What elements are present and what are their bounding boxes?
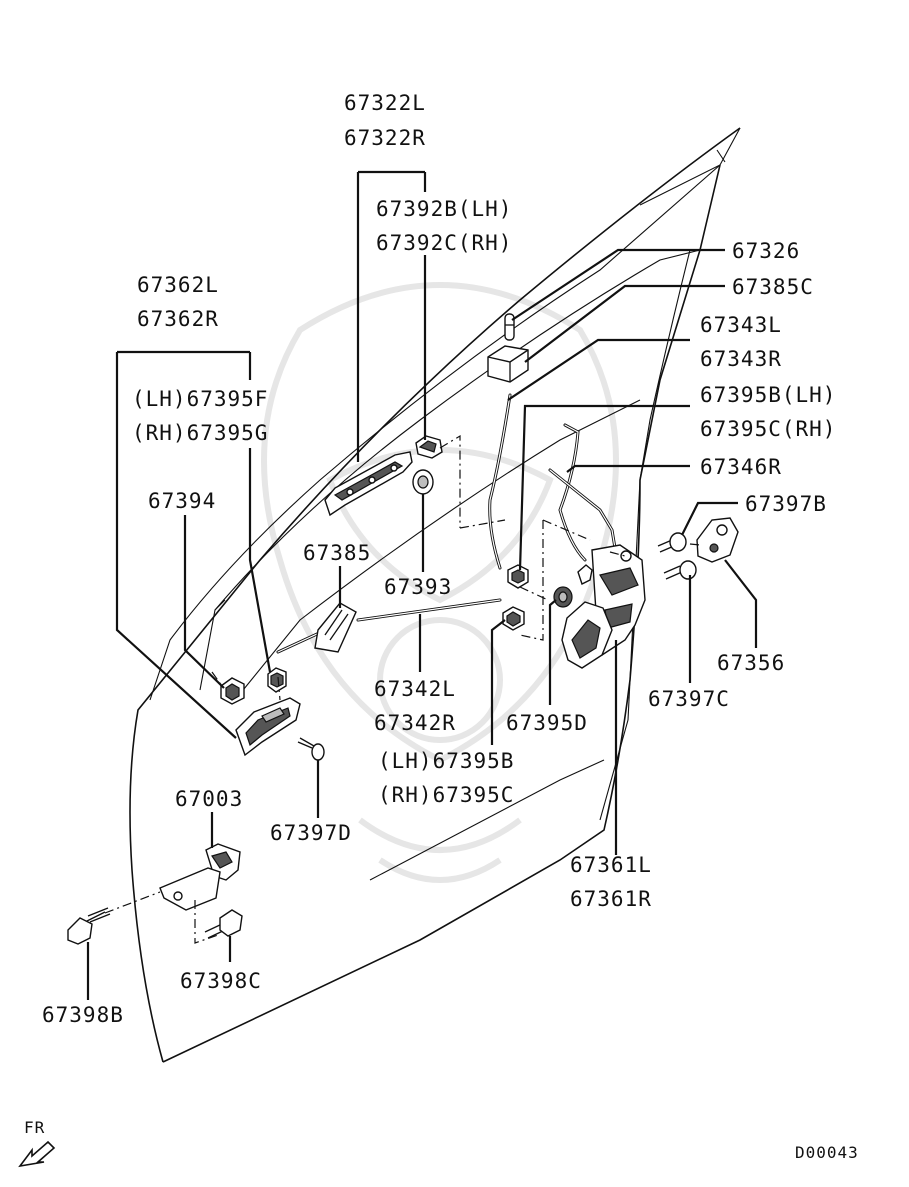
grommet bbox=[412, 469, 434, 495]
label-67361L: 67361L bbox=[570, 853, 652, 877]
check-bolt-lower bbox=[204, 909, 243, 939]
handle-screw bbox=[297, 737, 325, 761]
assembly-dash-lines bbox=[104, 434, 701, 944]
label-67395B-lh-lower: (LH)67395B bbox=[378, 749, 514, 773]
part-number-labels: 67322L 67322R 67392B(LH) 67392C(RH) 6732… bbox=[42, 91, 836, 1027]
handle-rod-clip bbox=[267, 667, 287, 693]
label-67392C: 67392C(RH) bbox=[376, 231, 512, 255]
rod-clip-upper bbox=[507, 564, 529, 589]
label-67395C-rh-lower: (RH)67395C bbox=[378, 783, 514, 807]
front-arrow-icon bbox=[18, 1140, 56, 1168]
door-check bbox=[159, 843, 241, 911]
label-67395F: (LH)67395F bbox=[132, 387, 268, 411]
latch-grommet bbox=[553, 586, 573, 608]
lock-rod bbox=[488, 393, 512, 570]
label-67362L: 67362L bbox=[137, 273, 219, 297]
label-67343R: 67343R bbox=[700, 347, 782, 371]
label-67342L: 67342L bbox=[374, 677, 456, 701]
label-67397C: 67397C bbox=[648, 687, 730, 711]
latch-rod bbox=[548, 423, 617, 562]
door-latch-assembly bbox=[561, 544, 646, 669]
rod-protector bbox=[314, 602, 357, 653]
cylinder-pin bbox=[504, 313, 515, 341]
label-67395B-lh: 67395B(LH) bbox=[700, 383, 836, 407]
label-67361R: 67361R bbox=[570, 887, 652, 911]
label-67393: 67393 bbox=[384, 575, 452, 599]
latch-rod-clip bbox=[577, 564, 593, 585]
lock-cylinder-cap bbox=[487, 345, 529, 383]
label-67395C-rh: 67395C(RH) bbox=[700, 417, 836, 441]
label-67322R: 67322R bbox=[344, 126, 426, 150]
rod-clip-lower bbox=[502, 606, 525, 631]
front-direction-indicator: FR bbox=[18, 1118, 56, 1168]
door-panel-outline bbox=[129, 127, 741, 1063]
handle-bezel-clip bbox=[220, 677, 245, 705]
label-67395G: (RH)67395G bbox=[132, 421, 268, 445]
handle-clip bbox=[415, 435, 443, 459]
label-67385: 67385 bbox=[303, 541, 371, 565]
striker-screw-lower bbox=[663, 560, 697, 580]
label-67342R: 67342R bbox=[374, 711, 456, 735]
label-67385C: 67385C bbox=[732, 275, 814, 299]
label-67356: 67356 bbox=[717, 651, 785, 675]
striker-screw-upper bbox=[657, 532, 687, 553]
leader-lines bbox=[86, 170, 758, 1000]
inside-door-handle bbox=[235, 697, 301, 757]
diagram-code: D00043 bbox=[795, 1143, 859, 1162]
label-67343L: 67343L bbox=[700, 313, 782, 337]
door-striker bbox=[696, 517, 739, 563]
label-67326: 67326 bbox=[732, 239, 800, 263]
label-67362R: 67362R bbox=[137, 307, 219, 331]
label-67003: 67003 bbox=[175, 787, 243, 811]
label-67394: 67394 bbox=[148, 489, 216, 513]
outside-door-handle bbox=[324, 451, 413, 517]
front-label: FR bbox=[24, 1118, 45, 1137]
label-67395D: 67395D bbox=[506, 711, 588, 735]
check-bolt bbox=[67, 907, 111, 945]
label-67397B: 67397B bbox=[745, 492, 827, 516]
label-67398B: 67398B bbox=[42, 1003, 124, 1027]
label-67346R: 67346R bbox=[700, 455, 782, 479]
label-67398C: 67398C bbox=[180, 969, 262, 993]
label-67397D: 67397D bbox=[270, 821, 352, 845]
label-67392B: 67392B(LH) bbox=[376, 197, 512, 221]
label-67322L: 67322L bbox=[344, 91, 426, 115]
